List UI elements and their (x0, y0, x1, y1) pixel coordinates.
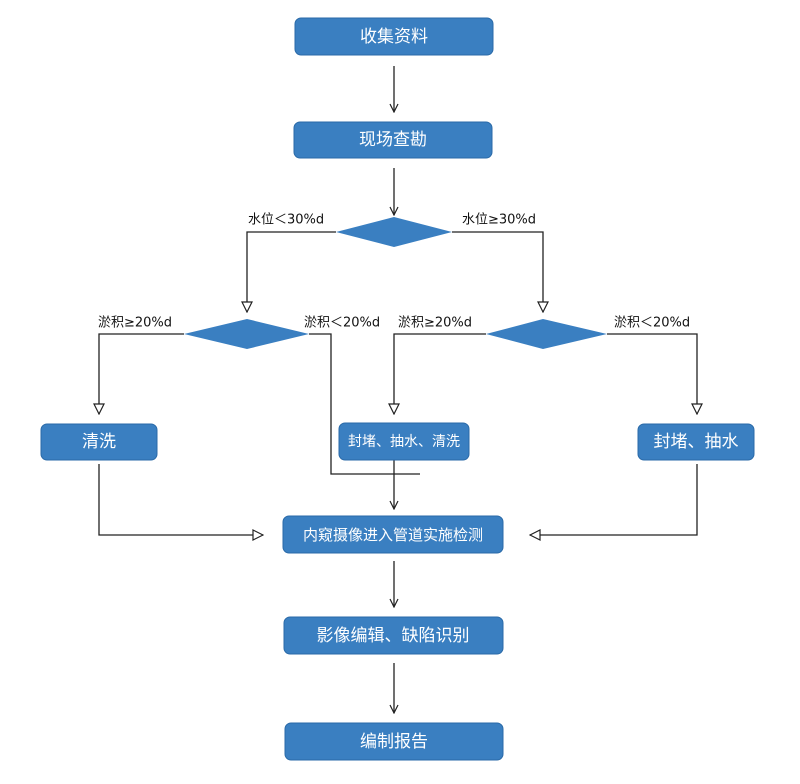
label-right-sed-low: 淤积＜20%d (614, 316, 690, 331)
arrow-clean-to-inspect (98, 464, 263, 535)
branch-water-high (452, 231, 543, 312)
node-report-label: 编制报告 (360, 732, 428, 752)
label-water-low: 水位＜30%d (248, 213, 324, 228)
label-right-sed-high: 淤积≥20%d (398, 316, 472, 331)
node-edit: 影像编辑、缺陷识别 (283, 616, 504, 655)
connectors (99, 66, 697, 713)
node-inspect-label: 内窥摄像进入管道实施检测 (303, 526, 483, 544)
branch-right-sed-high (394, 333, 486, 414)
node-edit-label: 影像编辑、缺陷识别 (317, 626, 470, 646)
decision-sediment-right (486, 319, 607, 349)
label-left-sed-low: 淤积＜20%d (304, 316, 380, 331)
branch-left-sed-high (99, 333, 184, 414)
node-seal-pump: 封堵、抽水 (637, 423, 755, 461)
node-collect: 收集资料 (294, 17, 494, 56)
node-inspect: 内窥摄像进入管道实施检测 (282, 515, 504, 554)
node-seal-pump-clean-label: 封堵、抽水、清洗 (348, 434, 460, 450)
arrow-sealpump-to-inspect (530, 464, 698, 535)
node-survey-label: 现场查勘 (359, 130, 427, 150)
decision-sediment-left (184, 319, 309, 349)
node-clean-label: 清洗 (82, 432, 116, 452)
label-water-high: 水位≥30%d (462, 213, 536, 228)
node-survey: 现场查勘 (293, 121, 493, 159)
branch-right-sed-low (607, 333, 697, 414)
node-report: 编制报告 (284, 722, 504, 761)
decision-water-level (336, 217, 452, 247)
label-left-sed-high: 淤积≥20%d (98, 316, 172, 331)
node-seal-pump-label: 封堵、抽水 (654, 432, 739, 452)
node-seal-pump-clean: 封堵、抽水、清洗 (338, 422, 470, 461)
node-collect-label: 收集资料 (360, 27, 428, 47)
branch-water-low (247, 231, 336, 312)
node-clean: 清洗 (40, 423, 158, 461)
branch-left-sed-low (309, 333, 420, 475)
